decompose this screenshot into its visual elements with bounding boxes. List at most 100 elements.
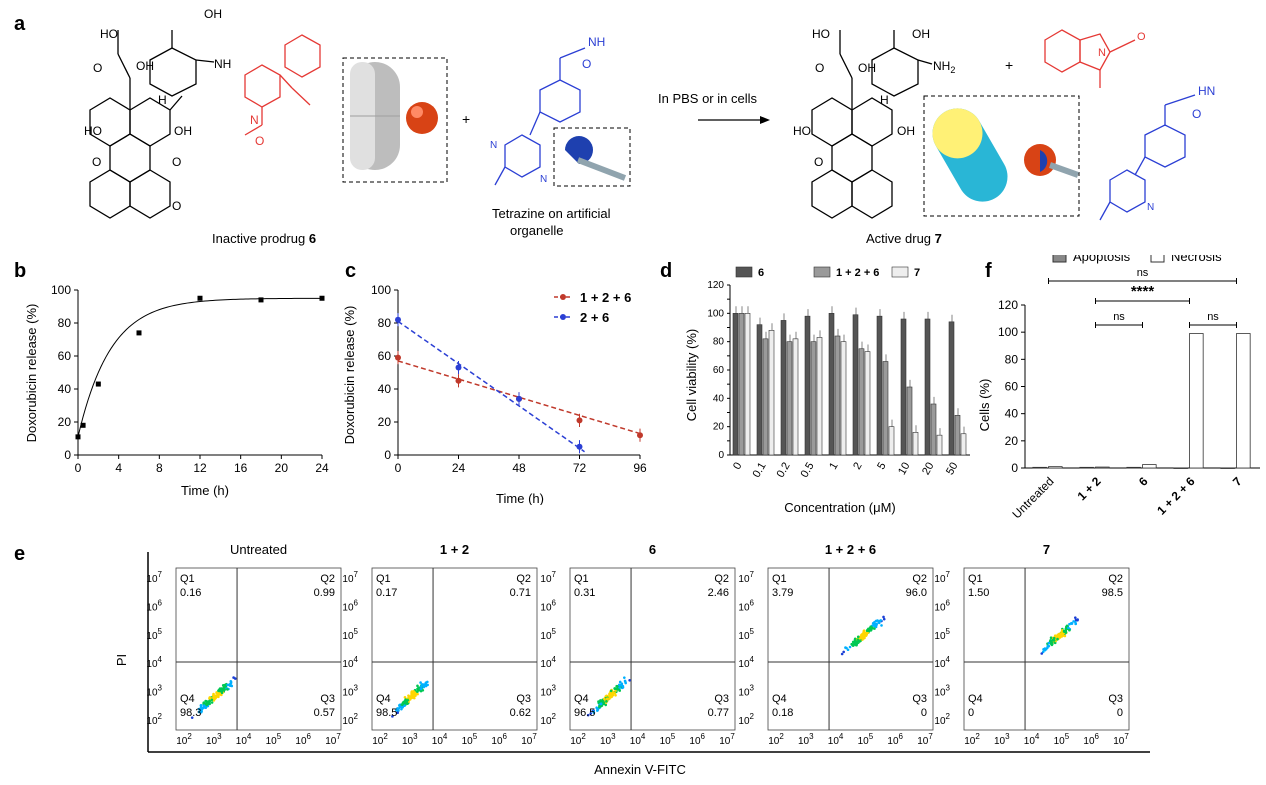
q4-label: Q4 (968, 693, 983, 705)
y-decade-exponent: 4 (552, 655, 557, 664)
flow-event-dot (1064, 627, 1068, 630)
x-decade-exponent: 4 (1035, 732, 1040, 741)
flow-event-dot (628, 678, 631, 682)
x-decade-tick: 107 (325, 732, 341, 747)
flow-event-dot (1056, 637, 1059, 641)
atom-o-2: O (92, 155, 101, 169)
b-xtick-label: 0 (75, 461, 82, 475)
b-ytick-label: 60 (58, 349, 72, 363)
y-decade-tick: 102 (934, 712, 950, 727)
x-decade-exponent: 2 (779, 732, 784, 741)
y-decade-tick: 106 (934, 598, 950, 613)
flow-event-dot (416, 692, 419, 696)
x-decade-exponent: 2 (187, 732, 192, 741)
y-decade-exponent: 2 (158, 712, 163, 721)
d-legend-label: 7 (914, 267, 920, 279)
flow-event-dot (215, 691, 218, 695)
y-decade-exponent: 2 (354, 712, 359, 721)
b-data-point (95, 381, 101, 387)
f-ytick-label: 60 (1005, 380, 1019, 394)
q1-value: 0.31 (574, 587, 595, 599)
x-decade-tick: 102 (570, 732, 586, 747)
y-decade-exponent: 5 (750, 627, 755, 636)
y-decade-exponent: 7 (946, 570, 951, 579)
f-bar (1126, 466, 1141, 469)
atom-oh-1: OH (204, 7, 222, 21)
q2-label: Q2 (516, 573, 531, 585)
d-bar (930, 403, 937, 456)
c-data-point (395, 354, 401, 361)
atom-oh-5: OH (858, 61, 876, 75)
b-ytick-label: 40 (58, 382, 72, 396)
y-decade-tick: 107 (934, 570, 950, 585)
atom-o-6: O (814, 155, 823, 169)
atom-nh-blue: NH (588, 35, 605, 49)
x-decade-exponent: 4 (641, 732, 646, 741)
x-decade-tick: 103 (402, 732, 418, 747)
x-decade-exponent: 5 (671, 732, 676, 741)
y-decade-tick: 106 (540, 598, 556, 613)
y-decade-exponent: 7 (552, 570, 557, 579)
atom-ho-1: HO (100, 27, 118, 41)
q2-value: 96.0 (906, 587, 927, 599)
f-ytick-label: 40 (1005, 407, 1019, 421)
atom-oh-3: OH (174, 124, 192, 138)
flow-event-dot (1072, 620, 1075, 623)
d-legend-swatch (735, 266, 753, 278)
flow-event-dot (419, 681, 422, 684)
flow-event-dot (419, 689, 423, 693)
plus-sign-2: + (1005, 57, 1013, 73)
flow-event-dot (1068, 622, 1071, 626)
flow-event-dot (623, 676, 626, 679)
flow-event-dot (598, 705, 601, 709)
flow-plot: UntreatedQ10.16Q20.99Q498.3Q30.571021021… (146, 542, 342, 747)
y-decade-tick: 106 (342, 598, 358, 613)
x-decade-tick: 106 (1083, 732, 1099, 747)
flow-event-dot (592, 711, 596, 715)
flow-event-dot (403, 695, 407, 699)
flow-event-dot (845, 646, 848, 650)
b-xtick-label: 12 (193, 461, 207, 475)
d-category-label: 0.1 (751, 461, 769, 480)
panel-e-ylabel: PI (114, 654, 129, 666)
q3-label: Q3 (516, 693, 531, 705)
x-decade-exponent: 4 (443, 732, 448, 741)
x-decade-tick: 103 (798, 732, 814, 747)
panel-label-c: c (345, 260, 356, 282)
flow-event-dot (401, 706, 404, 709)
panel-a: a HO OH O OH H (0, 0, 1266, 255)
b-data-point (197, 295, 203, 301)
q2-label: Q2 (912, 573, 927, 585)
flow-event-dot (210, 701, 214, 704)
y-decade-exponent: 3 (552, 684, 557, 693)
flow-event-dot (1068, 628, 1071, 632)
flow-plot-title: 6 (649, 542, 656, 557)
y-decade-tick: 104 (934, 655, 950, 670)
y-decade-tick: 104 (738, 655, 754, 670)
d-bar (810, 341, 817, 456)
flow-event-dot (1046, 644, 1050, 648)
f-sig-label: **** (1131, 283, 1155, 300)
atom-hn-blue: HN (1198, 84, 1215, 98)
c-ytick-label: 20 (378, 415, 392, 429)
flow-event-dot (408, 698, 412, 701)
flow-event-dot (207, 701, 211, 705)
f-legend-label: Necrosis (1171, 255, 1222, 264)
c-ytick-label: 0 (384, 448, 391, 462)
tetrazine-structure (494, 47, 586, 186)
flow-event-dot (599, 699, 602, 702)
d-category-label: 5 (875, 461, 888, 472)
d-category-label: 20 (920, 461, 937, 478)
f-legend-swatch (1150, 255, 1165, 263)
q4-value: 96.5 (574, 707, 595, 719)
y-decade-tick: 103 (934, 684, 950, 699)
y-decade-exponent: 6 (158, 598, 163, 607)
y-decade-exponent: 2 (750, 712, 755, 721)
flow-event-dot (618, 686, 621, 689)
x-decade-tick: 105 (660, 732, 676, 747)
organelle-cartoon-box (553, 127, 631, 187)
y-decade-tick: 103 (540, 684, 556, 699)
c-legend-label: 1 + 2 + 6 (580, 290, 631, 305)
f-bar (1220, 467, 1235, 469)
